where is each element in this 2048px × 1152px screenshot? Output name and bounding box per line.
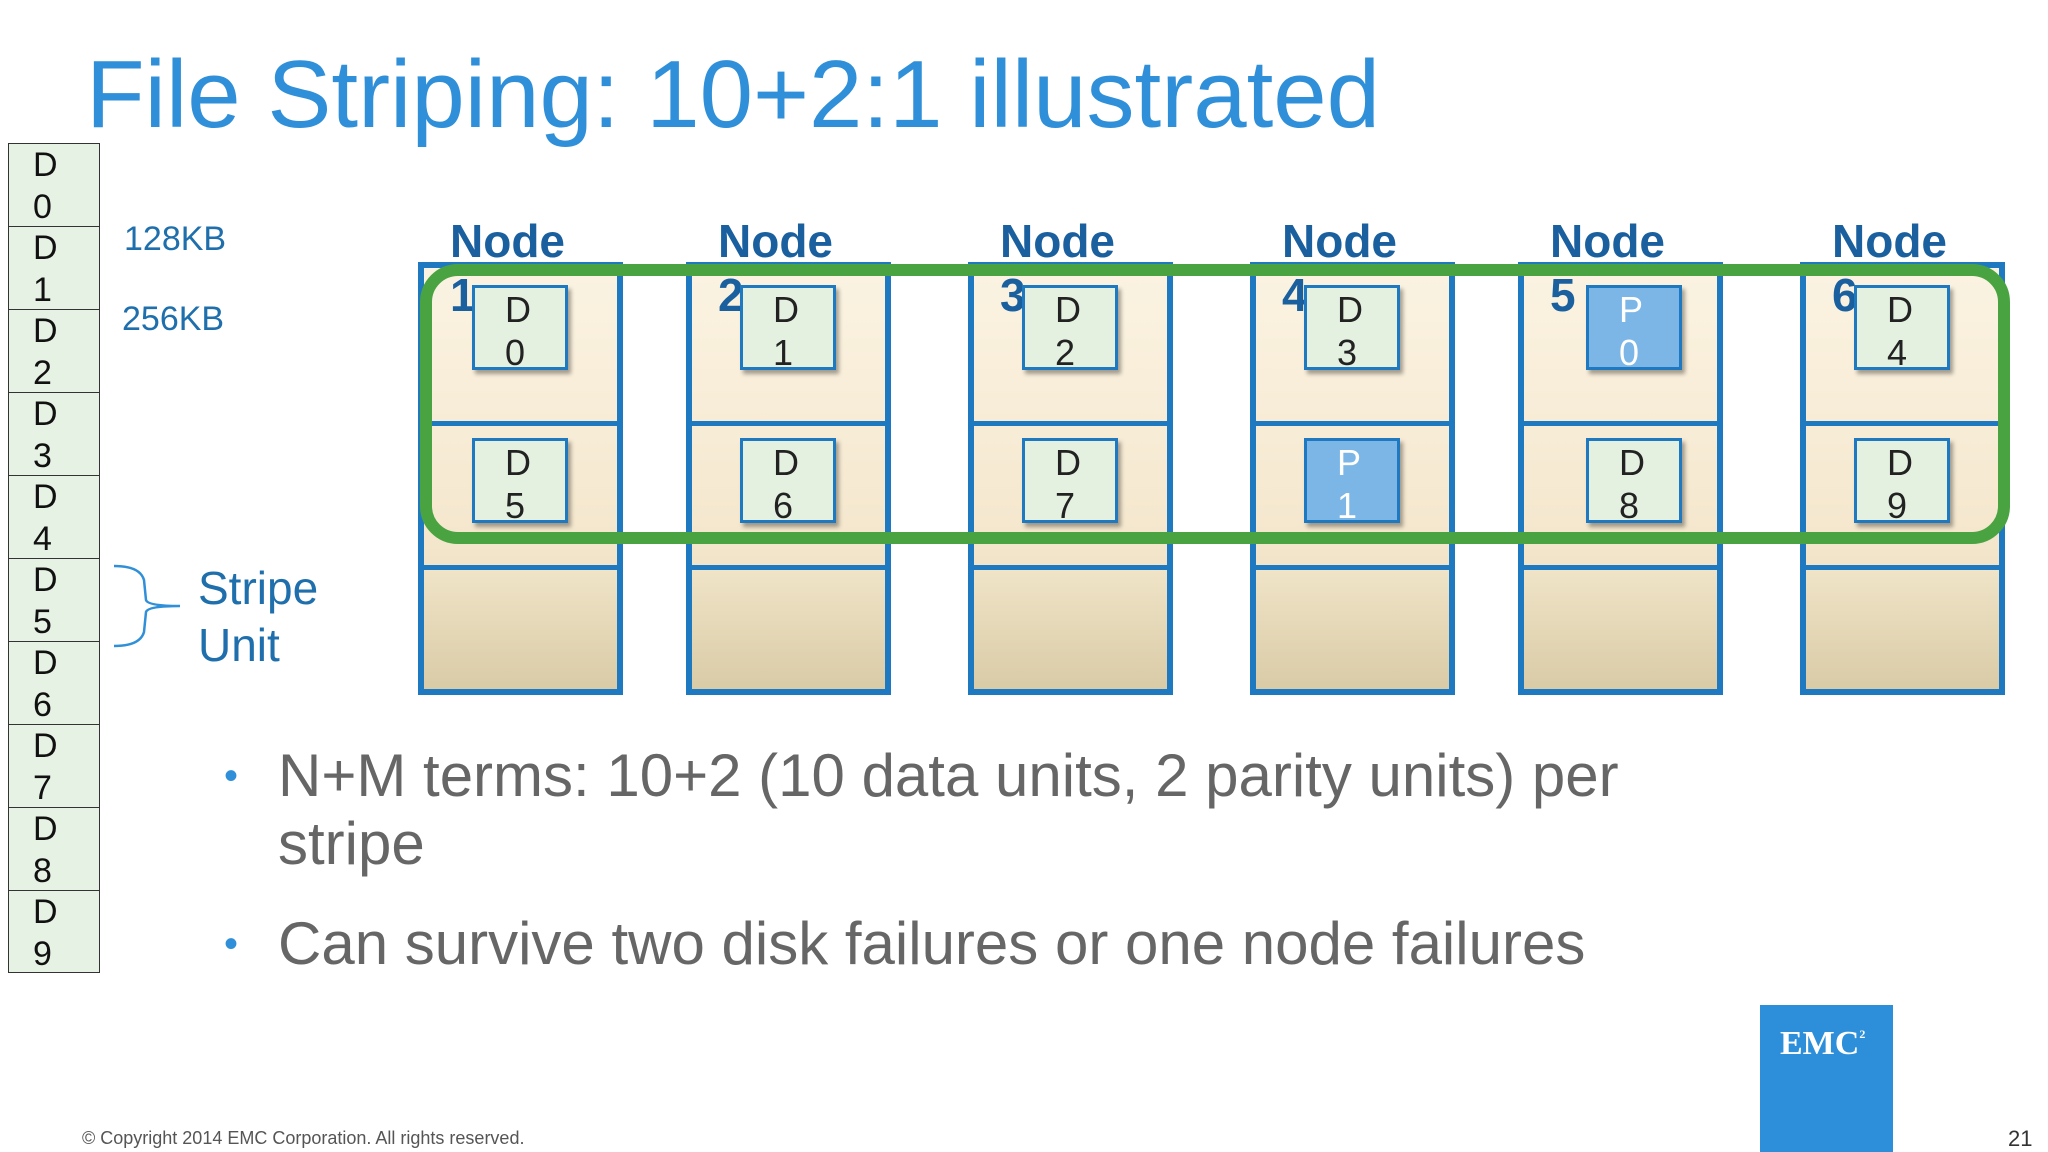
size-label-128kb: 128KB: [124, 220, 227, 258]
emc-logo: EMC2: [1760, 1005, 1893, 1152]
stripe-highlight: [420, 264, 2010, 544]
stripe-unit-label: Stripe Unit: [198, 562, 319, 671]
stripe-unit-brace-icon: [113, 564, 181, 648]
size-label-256kb: 256KB: [122, 300, 225, 338]
bullet-icon: •: [224, 754, 239, 798]
node-4-disk-stack: [1250, 262, 1455, 695]
bullet-item: •N+M terms: 10+2 (10 data units, 2 parit…: [224, 742, 1619, 877]
page-number: 21: [2008, 1126, 2033, 1151]
bullet-list: •N+M terms: 10+2 (10 data units, 2 parit…: [224, 742, 1724, 1010]
slide-title: File Striping: 10+2:1 illustrated: [86, 41, 1381, 148]
copyright-text: © Copyright 2014 EMC Corporation. All ri…: [82, 1128, 525, 1148]
bullet-icon: •: [224, 922, 239, 966]
bullet-item: •Can survive two disk failures or one no…: [224, 910, 1586, 977]
